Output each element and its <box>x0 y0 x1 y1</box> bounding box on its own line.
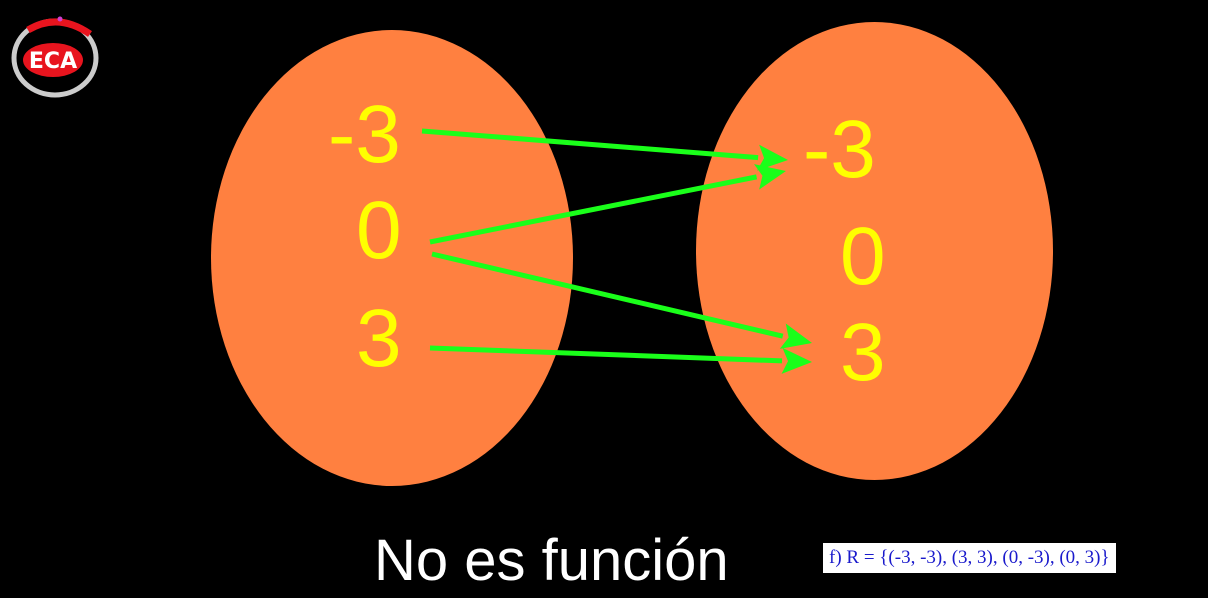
domain-set-oval <box>211 30 573 486</box>
mapping-arrow-line <box>421 128 759 161</box>
mapping-arrow-head <box>754 164 786 190</box>
mapping-arrow-head <box>757 144 788 171</box>
domain-element-3: 3 <box>356 293 402 384</box>
codomain-element-neg3: -3 <box>803 104 876 195</box>
codomain-element-0: 0 <box>840 211 886 302</box>
relation-label: f) R = {(-3, -3), (3, 3), (0, -3), (0, 3… <box>823 543 1116 573</box>
mapping-arrow-line <box>431 251 784 339</box>
logo-text: ECA <box>29 49 77 74</box>
eca-logo: ECA <box>8 14 104 98</box>
codomain-set-oval <box>696 22 1053 480</box>
eca-logo-icon: ECA <box>11 16 99 98</box>
codomain-element-3: 3 <box>840 307 886 398</box>
mapping-arrow-head <box>781 347 812 374</box>
domain-element-0: 0 <box>356 185 402 276</box>
mapping-arrow-head <box>779 323 812 349</box>
domain-element-neg3: -3 <box>328 89 401 180</box>
mapping-arrow-line <box>429 174 758 245</box>
mapping-arrow-line <box>429 345 783 364</box>
caption-text: No es función <box>374 528 729 593</box>
